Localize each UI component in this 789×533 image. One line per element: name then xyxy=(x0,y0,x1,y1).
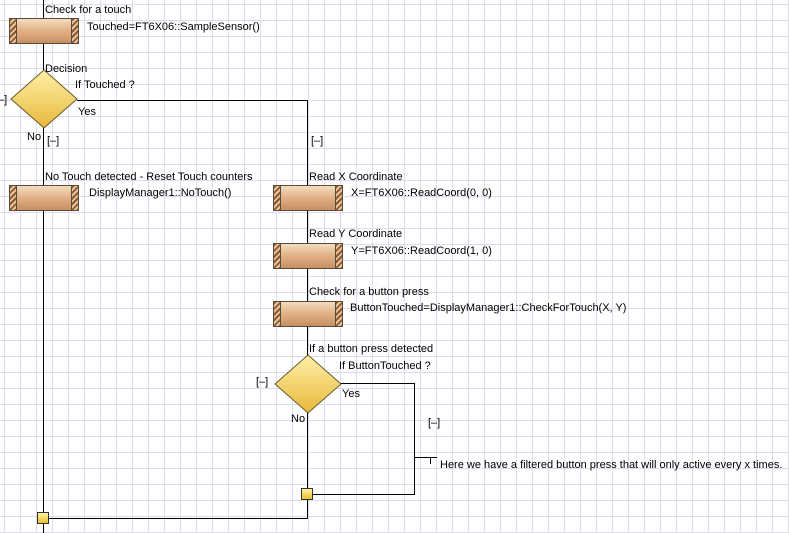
wire-yes2-across xyxy=(339,383,415,384)
decision-touched-title: Decision xyxy=(45,63,88,75)
wire-yes2-branch xyxy=(414,383,415,494)
no-touch-title: No Touch detected - Reset Touch counters xyxy=(45,171,253,183)
wire-join2-down xyxy=(307,500,308,518)
collapse-toggle-decision-button[interactable]: [–] xyxy=(256,376,269,388)
calc-block-no-touch[interactable] xyxy=(9,185,79,211)
join-connector-button[interactable] xyxy=(301,488,313,500)
decision-button-shape[interactable] xyxy=(274,354,342,414)
wire-no-branch-down xyxy=(43,211,44,533)
wire-main-top xyxy=(43,0,44,18)
calc-block-read-x[interactable] xyxy=(273,185,343,211)
wire-yes-branch xyxy=(307,100,308,185)
wire-no2-branch xyxy=(307,411,308,488)
wire-no-branch xyxy=(43,127,44,185)
collapse-toggle-no-branch[interactable]: [–] xyxy=(47,135,60,147)
check-touch-code: Touched=FT6X06::SampleSensor() xyxy=(87,21,260,33)
read-y-title: Read Y Coordinate xyxy=(309,228,403,240)
decision-button-condition: If ButtonTouched ? xyxy=(339,360,431,372)
comment-connector xyxy=(415,457,431,458)
collapse-toggle-yes-branch[interactable]: [–] xyxy=(311,135,324,147)
decision-button-title: If a button press detected xyxy=(309,343,434,355)
collapse-toggle-decision-touched[interactable]: [–] xyxy=(0,94,8,106)
read-x-code: X=FT6X06::ReadCoord(0, 0) xyxy=(351,187,492,199)
check-touch-title: Check for a touch xyxy=(45,4,132,16)
decision-touched-yes-label: Yes xyxy=(78,106,96,118)
calc-block-check-touch[interactable] xyxy=(9,18,79,44)
decision-touched-condition: If Touched ? xyxy=(75,79,135,91)
read-y-code: Y=FT6X06::ReadCoord(1, 0) xyxy=(351,245,492,257)
join-connector-touch[interactable] xyxy=(37,512,49,524)
comment-text[interactable]: Here we have a filtered button press tha… xyxy=(440,459,783,471)
decision-touched-no-label: No xyxy=(27,131,42,143)
calc-block-read-y[interactable] xyxy=(273,243,343,269)
check-button-title: Check for a button press xyxy=(309,286,429,298)
wire-yes2-return xyxy=(313,494,415,495)
wire-y-to-check xyxy=(307,269,308,301)
wire-yes-across xyxy=(77,100,308,101)
no-touch-code: DisplayManager1::NoTouch() xyxy=(89,187,232,199)
wire-join2-return xyxy=(49,518,308,519)
decision-button-yes-label: Yes xyxy=(342,388,360,400)
wire-main-to-decision xyxy=(43,44,44,70)
calc-block-check-button[interactable] xyxy=(273,301,343,327)
check-button-code: ButtonTouched=DisplayManager1::CheckForT… xyxy=(350,302,627,314)
decision-button-no-label: No xyxy=(291,413,306,425)
decision-touched-shape[interactable] xyxy=(10,69,78,129)
wire-x-to-y xyxy=(307,211,308,243)
collapse-toggle-yes2-branch[interactable]: [–] xyxy=(428,417,441,429)
wire-check-to-decision xyxy=(307,327,308,355)
read-x-title: Read X Coordinate xyxy=(309,171,403,183)
comment-bracket xyxy=(430,457,437,464)
